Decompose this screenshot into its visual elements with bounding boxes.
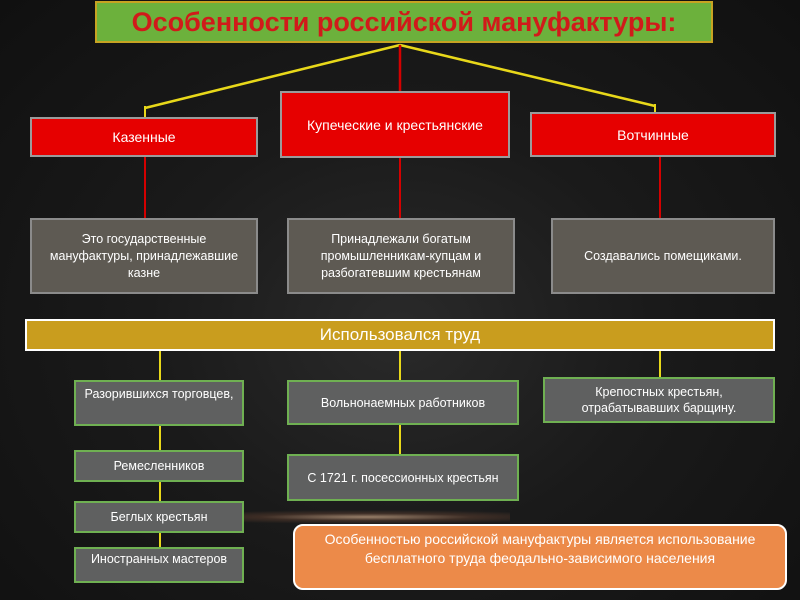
labor-left-item: Ремесленников <box>74 450 244 482</box>
connector-title-right <box>399 43 656 108</box>
connector-title-left <box>144 43 401 110</box>
description-votchinnye: Создавались помещиками. <box>551 218 775 294</box>
description-kupecheskie: Принадлежали богатым промышленникам-купц… <box>287 218 515 294</box>
labor-right-item: Крепостных крестьян, отрабатывавших барщ… <box>543 377 775 423</box>
labor-left-item: Разорившихся торговцев, <box>74 380 244 426</box>
category-kazennye: Казенные <box>30 117 258 157</box>
category-votchinnye: Вотчинные <box>530 112 776 157</box>
labor-middle-item: С 1721 г. посессионных крестьян <box>287 454 519 501</box>
labor-header: Использовался труд <box>25 319 775 351</box>
labor-left-item: Беглых крестьян <box>74 501 244 533</box>
page-title: Особенности российской мануфактуры: <box>95 1 713 43</box>
description-kazennye: Это государственные мануфактуры, принадл… <box>30 218 258 294</box>
labor-middle-item: Вольнонаемных работников <box>287 380 519 425</box>
conclusion-box: Особенностью российской мануфактуры явля… <box>293 524 787 590</box>
labor-left-item: Иностранных мастеров <box>74 547 244 583</box>
category-kupecheskie: Купеческие и крестьянские <box>280 91 510 158</box>
